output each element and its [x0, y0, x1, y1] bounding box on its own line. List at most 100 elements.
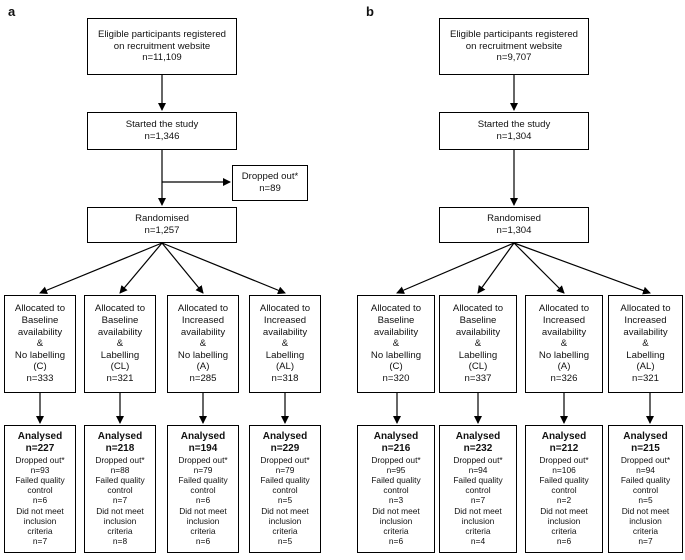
alloc-line: & — [392, 338, 400, 350]
alloc-n: n=326 — [550, 372, 578, 384]
alloc-line: Allocated to — [94, 303, 146, 315]
analysed-n: n=218 — [105, 443, 135, 455]
dropped-label: Dropped out* — [15, 454, 65, 465]
arrow-b-rand-g1 — [396, 242, 515, 294]
allocation-box-a-al: Allocated to Increased availability & La… — [249, 295, 321, 393]
eligible-line2: on recruitment website — [465, 40, 563, 52]
failed-quality-label: control — [27, 485, 53, 496]
alloc-line: Baseline — [377, 315, 415, 327]
analysed-box-a-al: Analysed n=229 Dropped out* n=79 Failed … — [249, 425, 321, 553]
dropped-n: n=79 — [275, 464, 295, 475]
alloc-line: Baseline — [101, 315, 139, 327]
arrow-a-rand-g2 — [119, 242, 163, 294]
failed-quality-label: Failed quality — [620, 475, 671, 486]
alloc-code: (AL) — [275, 361, 295, 373]
not-inclusion-label: inclusion — [103, 515, 137, 526]
panel-label-b: b — [366, 4, 374, 19]
not-inclusion-label: Did not meet — [540, 505, 588, 516]
analysed-box-a-cl: Analysed n=218 Dropped out* n=88 Failed … — [84, 425, 156, 553]
not-inclusion-label: criteria — [465, 526, 491, 537]
not-inclusion-label: inclusion — [186, 515, 220, 526]
allocation-box-b-c: Allocated to Baseline availability & No … — [357, 295, 435, 393]
failed-quality-n: n=3 — [388, 495, 404, 506]
alloc-code: (C) — [33, 361, 47, 373]
alloc-line: Baseline — [21, 315, 59, 327]
dropped-n: n=95 — [386, 464, 406, 475]
not-inclusion-n: n=7 — [638, 536, 653, 547]
failed-quality-label: Failed quality — [178, 475, 228, 486]
randomised-box-a: Randomised n=1,257 — [87, 207, 237, 243]
failed-quality-n: n=7 — [470, 495, 486, 506]
analysed-label: Analysed — [262, 431, 308, 443]
alloc-code: (CL) — [468, 361, 488, 373]
alloc-line: Allocated to — [538, 303, 590, 315]
started-label: Started the study — [125, 119, 199, 131]
alloc-line: Allocated to — [620, 303, 671, 315]
analysed-n: n=212 — [549, 443, 579, 455]
eligible-box-b: Eligible participants registered on recr… — [439, 18, 589, 75]
alloc-line: Increased — [624, 315, 667, 327]
alloc-line: Increased — [263, 315, 307, 327]
alloc-line: availability — [17, 326, 63, 338]
not-inclusion-label: Did not meet — [96, 505, 144, 516]
alloc-line: & — [474, 338, 482, 350]
not-inclusion-label: Did not meet — [179, 505, 227, 516]
allocation-box-b-a: Allocated to Increased availability & No… — [525, 295, 603, 393]
analysed-n: n=229 — [270, 443, 300, 455]
alloc-line: & — [36, 338, 44, 350]
eligible-n: n=11,109 — [142, 52, 182, 64]
not-inclusion-label: inclusion — [461, 515, 495, 526]
analysed-n: n=215 — [631, 443, 660, 455]
not-inclusion-label: criteria — [107, 526, 133, 537]
eligible-line1: Eligible participants registered — [450, 29, 578, 41]
alloc-line: availability — [180, 326, 226, 338]
not-inclusion-label: criteria — [27, 526, 53, 537]
analysed-box-b-c: Analysed n=216 Dropped out* n=95 Failed … — [357, 425, 435, 553]
failed-quality-label: control — [383, 485, 409, 496]
started-label: Started the study — [477, 119, 551, 131]
alloc-n: n=321 — [106, 372, 134, 384]
not-inclusion-label: Did not meet — [454, 505, 502, 516]
failed-quality-label: Failed quality — [371, 475, 421, 486]
not-inclusion-label: inclusion — [547, 515, 581, 526]
alloc-line: availability — [623, 326, 668, 338]
failed-quality-label: Failed quality — [95, 475, 145, 486]
failed-quality-n: n=7 — [112, 495, 128, 506]
alloc-line: & — [560, 338, 568, 350]
alloc-line: availability — [97, 326, 143, 338]
failed-quality-label: control — [107, 485, 133, 496]
not-inclusion-n: n=7 — [32, 536, 48, 547]
alloc-n: n=318 — [271, 372, 299, 384]
not-inclusion-label: criteria — [190, 526, 216, 537]
failed-quality-label: control — [190, 485, 216, 496]
alloc-n: n=333 — [26, 372, 54, 384]
alloc-code: (C) — [389, 361, 403, 373]
dropped-label: Dropped out* — [95, 454, 145, 465]
allocation-box-b-cl: Allocated to Baseline availability & Lab… — [439, 295, 517, 393]
alloc-line: Labelling — [626, 349, 665, 361]
not-inclusion-label: inclusion — [268, 515, 302, 526]
randomised-n: n=1,257 — [144, 225, 180, 236]
started-n: n=1,304 — [496, 131, 532, 142]
failed-quality-n: n=6 — [195, 495, 211, 506]
alloc-line: No labelling — [14, 349, 66, 361]
arrow-b-rand-g3 — [513, 242, 565, 294]
failed-quality-label: control — [272, 485, 298, 496]
analysed-box-a-a: Analysed n=194 Dropped out* n=79 Failed … — [167, 425, 239, 553]
not-inclusion-n: n=6 — [556, 536, 572, 547]
not-inclusion-n: n=5 — [277, 536, 293, 547]
failed-quality-n: n=2 — [556, 495, 572, 506]
alloc-line: No labelling — [538, 349, 590, 361]
dropped-label: Dropped out* — [620, 454, 671, 465]
alloc-n: n=320 — [382, 372, 410, 384]
analysed-n: n=194 — [188, 443, 218, 455]
dropped-label: Dropped out* — [453, 454, 503, 465]
analysed-n: n=216 — [381, 443, 411, 455]
randomised-label: Randomised — [487, 213, 541, 225]
alloc-line: & — [116, 338, 124, 350]
analysed-box-b-al: Analysed n=215 Dropped out* n=94 Failed … — [608, 425, 683, 553]
alloc-line: Baseline — [459, 315, 497, 327]
alloc-n: n=321 — [632, 372, 659, 384]
arrow-a-rand-g4 — [161, 242, 286, 295]
alloc-line: Labelling — [458, 349, 498, 361]
